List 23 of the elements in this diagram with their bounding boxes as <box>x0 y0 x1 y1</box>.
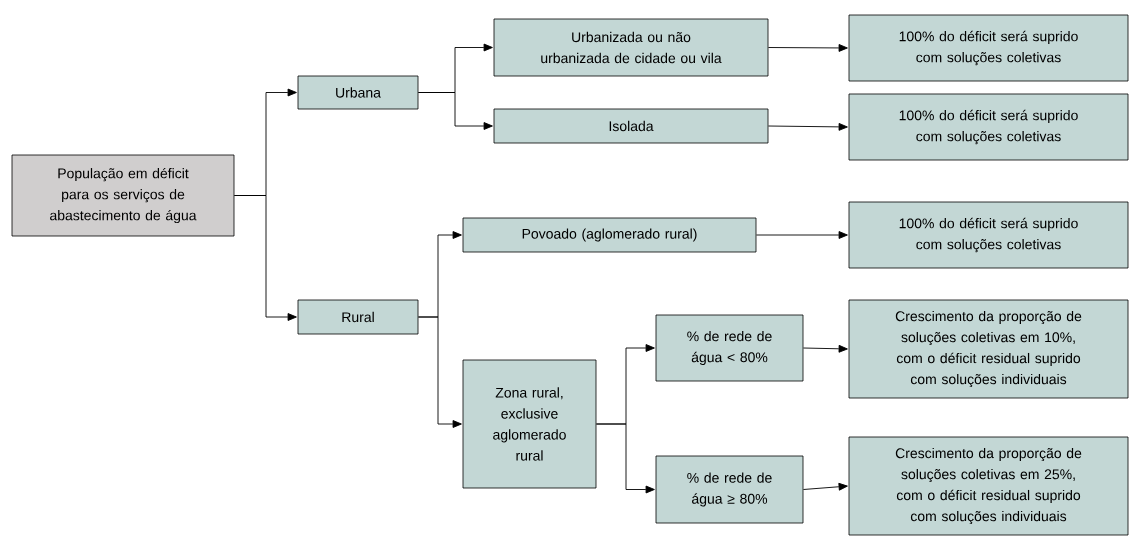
process-box: Urbana <box>297 75 419 110</box>
arrow <box>233 195 297 321</box>
process-box: Povoado (aglomerado rural) <box>462 217 757 253</box>
process-box: 100% do déficit será suprido com soluções coletivas <box>848 14 1129 82</box>
process-box: 100% do déficit será suprido com soluções coletivas <box>848 201 1129 269</box>
arrow <box>417 316 462 428</box>
process-box: Zona rural, exclusive aglomerado rural <box>462 359 597 489</box>
process-box: % de rede de água ≥ 80% <box>655 455 804 524</box>
arrow <box>767 123 848 131</box>
process-box: Crescimento da proporção de soluções coletivas em 25%, com o déficit residual suprido com soluções individuais <box>848 436 1129 536</box>
process-box: Rural <box>297 299 419 335</box>
arrow <box>595 423 655 494</box>
arrow <box>802 344 848 353</box>
process-box: 100% do déficit será suprido com soluções coletivas <box>848 93 1129 161</box>
process-box: % de rede de água < 80% <box>655 314 804 382</box>
root-box: População em déficit para os serviços de abastecimento de água <box>11 154 235 237</box>
process-box: Urbanizada ou não urbanizada de cidade ou vila <box>493 18 769 77</box>
arrow <box>767 44 848 52</box>
arrow <box>802 482 848 491</box>
process-box: Crescimento da proporção de soluções coletivas em 10%, com o déficit residual suprido com soluções individuais <box>848 299 1129 399</box>
arrow <box>417 92 493 130</box>
arrow <box>755 231 848 239</box>
process-box: Isolada <box>493 108 769 144</box>
